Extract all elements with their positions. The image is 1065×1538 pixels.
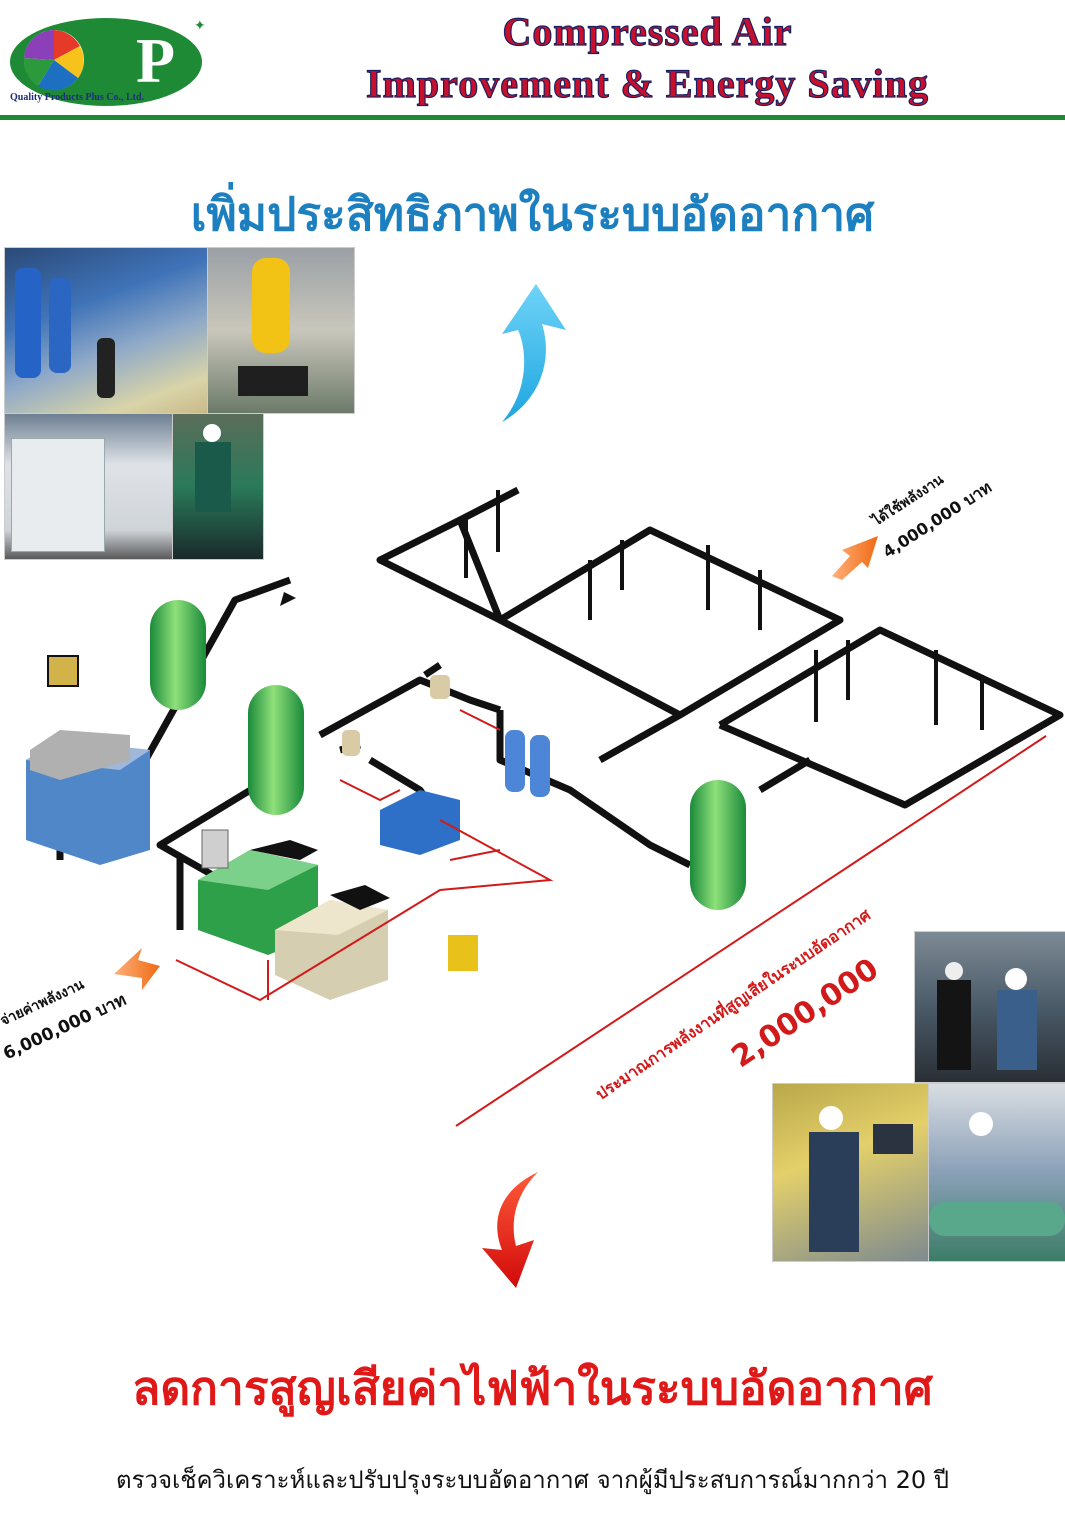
headline-bottom: ลดการสูญเสียค่าไฟฟ้าในระบบอัดอากาศ — [132, 1361, 933, 1415]
header-divider — [0, 115, 1065, 120]
receiver-tanks — [150, 600, 746, 910]
headline-top: เพิ่มประสิทธิภาพในระบบอัดอากาศ — [190, 187, 875, 241]
drop-lines — [464, 490, 984, 730]
company-name: Quality Products Plus Co., Ltd. — [10, 92, 144, 103]
piping-network — [38, 486, 1064, 930]
photo-filter-unit — [207, 247, 355, 414]
arrow-energy-in-icon — [114, 948, 160, 990]
photo-plant-room — [4, 247, 208, 414]
svg-text:P: P — [136, 25, 175, 96]
arrow-energy-out-icon — [832, 536, 878, 580]
compressors — [26, 730, 390, 1000]
footer-text: ตรวจเช็ควิเคราะห์และปรับปรุงระบบอัดอากาศ… — [115, 1466, 949, 1494]
photo-engineer-controls — [772, 1083, 930, 1262]
header-line-2: Improvement & Energy Saving — [365, 60, 929, 106]
dryers-filters — [47, 655, 550, 971]
drain-lines — [175, 709, 554, 1002]
photo-ultrasonic-leak-test — [928, 1083, 1065, 1262]
photo-technician-inspection — [172, 413, 264, 560]
qp-logo: P ✦ — [10, 18, 206, 106]
header-line-1: Compressed Air — [502, 8, 793, 54]
arrow-up-icon — [502, 284, 566, 422]
svg-text:✦: ✦ — [194, 18, 206, 34]
loss-line — [455, 735, 1047, 1127]
photo-compressor-cabinet — [4, 413, 173, 560]
arrow-down-icon — [482, 1172, 538, 1288]
photo-engineers-meeting — [914, 931, 1065, 1083]
compressed-air-system-diagram — [26, 486, 1064, 1127]
